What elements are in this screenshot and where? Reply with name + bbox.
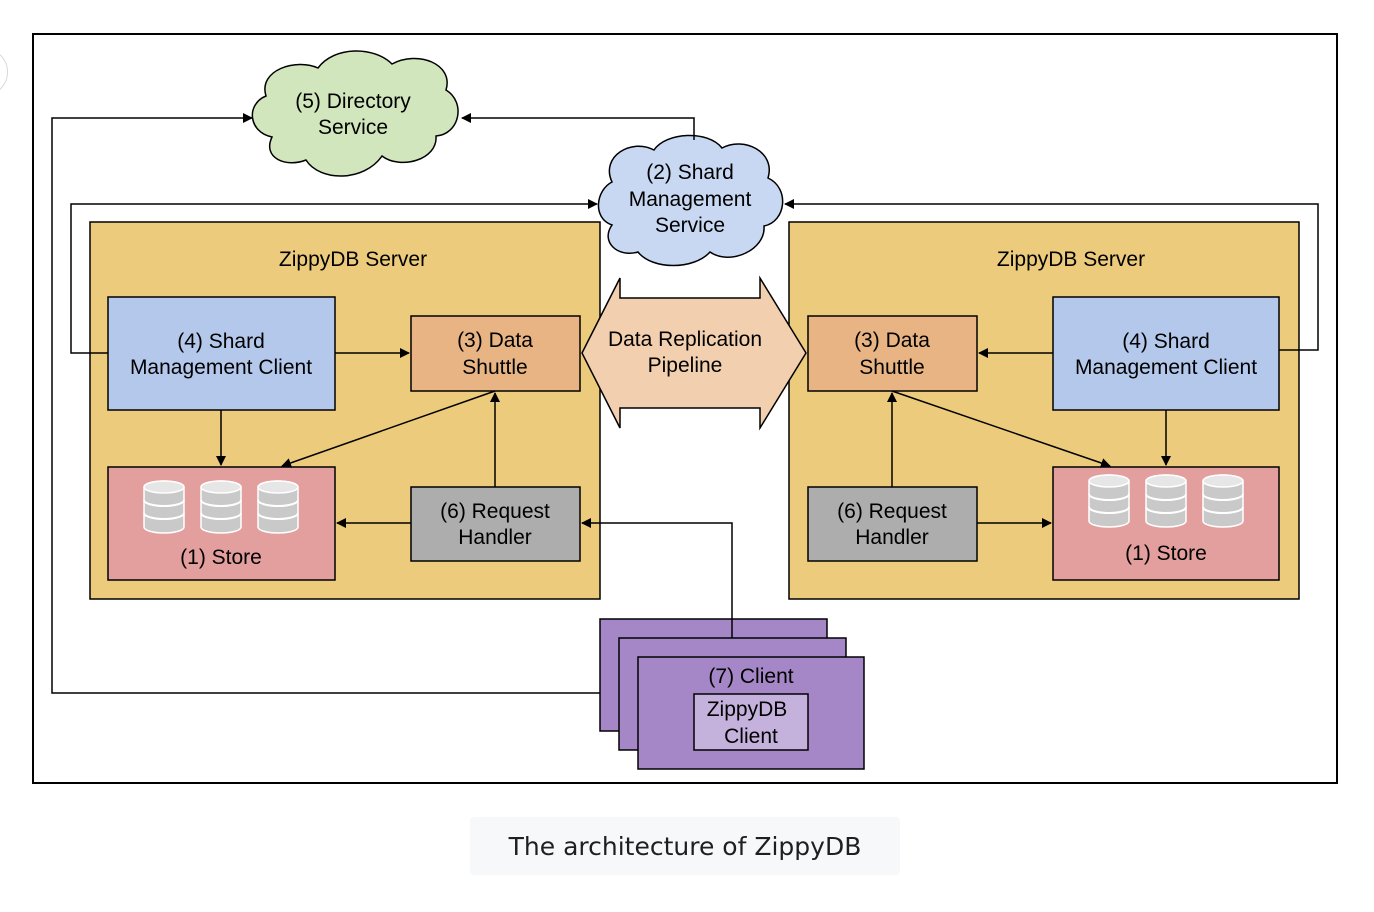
right-shard-client-to-shard-service-arrow — [784, 199, 1319, 351]
right-server-title: ZippyDB Server — [997, 248, 1145, 271]
right-request-handler-line2: Handler — [855, 526, 929, 549]
directory-service-line2: Service — [318, 116, 388, 139]
directory-service-cloud — [251, 50, 459, 177]
right-store-database-icon-2 — [1145, 474, 1187, 528]
right-shard-client-line2: Management Client — [1075, 356, 1257, 379]
left-store-database-icon-1 — [143, 480, 185, 534]
right-shard-client-line1: (4) Shard — [1122, 330, 1210, 353]
left-request-handler-box — [410, 486, 581, 562]
client-title: (7) Client — [708, 665, 793, 688]
left-store-database-icon-3 — [257, 480, 299, 534]
right-request-handler-box — [807, 486, 978, 562]
left-request-handler-line1: (6) Request — [440, 500, 550, 523]
right-store-database-icon-3 — [1202, 474, 1244, 528]
right-store-label: (1) Store — [1125, 542, 1207, 565]
client-to-left-request-handler-arrow — [581, 518, 733, 638]
zippydb-client-line2: Client — [724, 725, 778, 748]
diagram-caption: The architecture of ZippyDB — [508, 831, 862, 861]
left-data-shuttle-line1: (3) Data — [457, 329, 533, 352]
right-data-shuttle-line2: Shuttle — [859, 356, 924, 379]
left-shard-client-line2: Management Client — [130, 356, 312, 379]
shard-management-service-line2: Management — [629, 188, 752, 211]
left-shard-client-to-shard-service-arrow — [70, 199, 598, 354]
right-data-shuttle-to-store-arrow — [891, 390, 1111, 468]
right-store-database-icon-1 — [1088, 474, 1130, 528]
left-data-shuttle-line2: Shuttle — [462, 356, 527, 379]
replication-pipeline-line2: Pipeline — [648, 354, 723, 377]
shard-management-service-line1: (2) Shard — [646, 161, 734, 184]
shard-service-to-directory-service-arrow — [461, 113, 695, 140]
caption-box: The architecture of ZippyDB — [470, 817, 900, 875]
zippydb-client-box — [693, 693, 809, 751]
left-data-shuttle-to-store-arrow — [281, 390, 496, 468]
replication-pipeline-line1: Data Replication — [608, 328, 762, 351]
left-store-database-icon-2 — [200, 480, 242, 534]
left-store-label: (1) Store — [180, 546, 262, 569]
shard-management-service-cloud — [597, 134, 784, 267]
zippydb-client-line1: ZippyDB — [707, 698, 788, 721]
left-data-shuttle-box — [410, 315, 581, 392]
replication-pipeline-arrow — [581, 275, 807, 431]
left-request-handler-line2: Handler — [458, 526, 532, 549]
client-to-directory-service-arrow — [51, 113, 600, 694]
left-shard-client-box — [107, 296, 336, 411]
shard-management-service-line3: Service — [655, 214, 725, 237]
left-shard-client-line1: (4) Shard — [177, 330, 265, 353]
right-request-handler-line1: (6) Request — [837, 500, 947, 523]
right-data-shuttle-line1: (3) Data — [854, 329, 930, 352]
right-data-shuttle-box — [807, 315, 978, 392]
directory-service-line1: (5) Directory — [295, 90, 411, 113]
left-server-title: ZippyDB Server — [279, 248, 427, 271]
right-shard-client-box — [1052, 296, 1280, 411]
